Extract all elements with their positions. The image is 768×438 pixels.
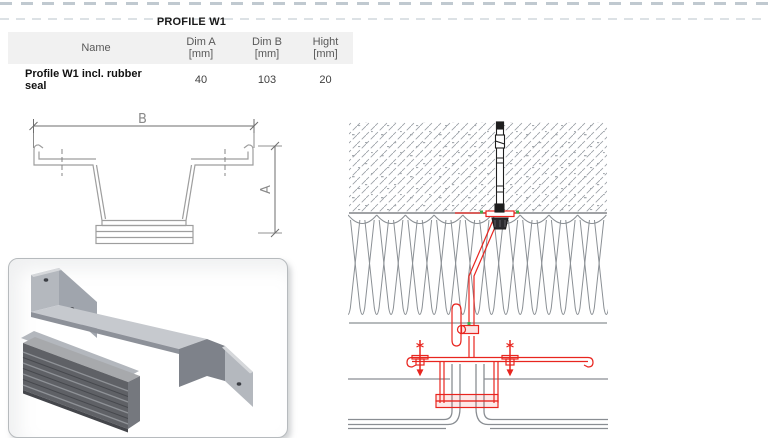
panel-layers — [348, 364, 608, 430]
metal-flange-left-face — [31, 268, 59, 312]
col-header-dim-b: Dim B[mm] — [252, 36, 282, 60]
channel-interior — [179, 339, 225, 387]
profile-w1-red-assembly — [406, 210, 594, 409]
col-header-hight: Hight[mm] — [312, 36, 339, 60]
table-header-row: Name Dim A[mm] Dim B[mm] Hight[mm] — [8, 32, 353, 64]
seal-ribs — [22, 351, 129, 425]
dim-a-label: A — [259, 185, 274, 194]
rubber-seal — [435, 393, 499, 402]
seal-top — [23, 337, 140, 382]
installation-detail-drawing — [348, 121, 608, 430]
seal-grooves — [22, 357, 129, 419]
metal-web-edge — [31, 312, 179, 354]
profile-outline — [33, 144, 254, 245]
col-header-dim-a: Dim A[mm] — [186, 36, 216, 60]
hanger-hook — [451, 303, 462, 347]
seal-front — [23, 343, 128, 429]
dimension-b-line — [29, 119, 259, 148]
cell-dim-b: 103 — [257, 74, 277, 86]
dimension-a-line — [258, 141, 282, 238]
hanger-strap — [468, 217, 495, 324]
seal-end-cap — [128, 376, 140, 429]
marker-dots — [467, 210, 519, 325]
t-profile-flange — [412, 356, 588, 363]
profile-3d-render — [21, 268, 253, 433]
metal-edge-highlight — [222, 346, 253, 374]
metal-web-top — [31, 305, 207, 349]
insulation-layer — [348, 214, 608, 324]
panel-screw-left — [411, 340, 429, 377]
panel-fold-right — [483, 364, 608, 421]
top-hatch-dashes-2 — [0, 17, 768, 20]
anchor-bolt — [491, 121, 509, 230]
channel-walls — [439, 361, 499, 403]
profile-spec-table: PROFILE W1 Name Dim A[mm] Dim B[mm] High… — [8, 16, 353, 93]
table-row: Profile W1 incl. rubber seal 40 103 20 — [8, 67, 353, 93]
metal-edge-highlight — [31, 268, 62, 277]
table-title: PROFILE W1 — [156, 16, 227, 28]
profile-3d-render-frame — [8, 258, 288, 438]
metal-flange-right-face — [225, 346, 253, 407]
panel-screw-right — [501, 340, 519, 377]
screw-hole — [236, 382, 242, 386]
t-profile-stem — [468, 336, 475, 357]
seal-bottom-edge — [23, 390, 128, 433]
screw-hole — [43, 278, 49, 282]
dim-b-label: B — [138, 112, 147, 127]
panel-fold-left — [348, 364, 453, 421]
cell-dim-a: 40 — [194, 74, 208, 86]
cell-name: Profile W1 incl. rubber seal — [25, 68, 142, 92]
top-hatch-dashes — [0, 2, 768, 5]
col-header-name: Name — [81, 42, 111, 54]
concrete-slab-hatch — [349, 122, 607, 214]
cell-hight: 20 — [319, 74, 332, 86]
flange-centerlines — [61, 149, 226, 176]
profile-cross-section-drawing: B A — [29, 112, 282, 245]
